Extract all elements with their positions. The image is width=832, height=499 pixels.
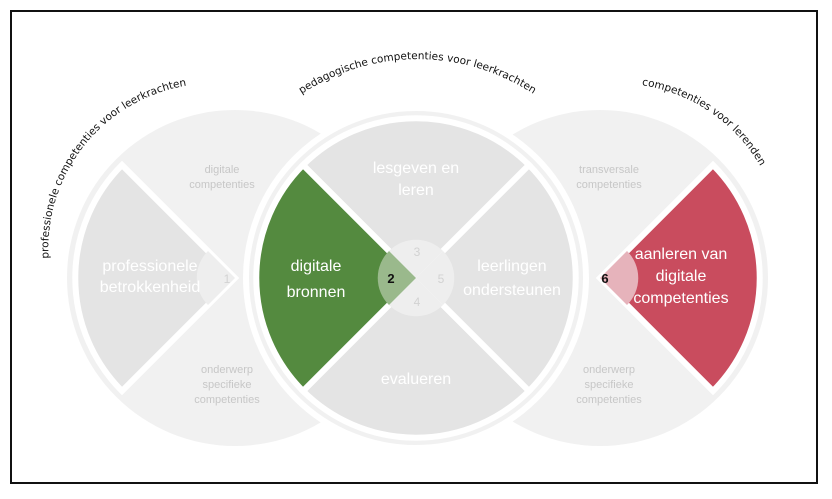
- badge-2: [377, 251, 416, 305]
- label-2-line2: bronnen: [287, 284, 346, 301]
- badge-5: [416, 251, 455, 305]
- badge-6: [600, 251, 639, 305]
- small-right-bottom-1: onderwerp: [583, 364, 635, 376]
- label-5-line2: ondersteunen: [463, 282, 561, 299]
- number-3: 3: [414, 245, 421, 259]
- number-1: 1: [224, 272, 231, 286]
- small-left-bottom-2: specifieke: [203, 379, 252, 391]
- small-left-bottom-1: onderwerp: [201, 364, 253, 376]
- small-right-top-1: transversale: [579, 164, 639, 176]
- small-right-bottom-3: competenties: [576, 394, 642, 406]
- small-left-top-2: competenties: [189, 179, 255, 191]
- segment-4-evalueren: [298, 273, 534, 441]
- segment-3-lesgeven: [298, 115, 534, 283]
- number-5: 5: [438, 272, 445, 286]
- label-3-line1: lesgeven en: [373, 160, 459, 177]
- number-6: 6: [601, 271, 608, 286]
- label-6-line1: aanleren van: [635, 246, 728, 263]
- badge-4: [389, 278, 443, 317]
- label-1-line2: betrokkenheid: [100, 279, 201, 296]
- segment-1-betrokkenheid: [72, 160, 240, 396]
- label-3-line2: leren: [398, 182, 434, 199]
- arc-label-middle: pedagogische competenties voor leerkrach…: [297, 50, 539, 96]
- label-6-line3: competenties: [633, 290, 728, 307]
- label-4-line1: evalueren: [381, 371, 451, 388]
- small-right-bottom-2: specifieke: [585, 379, 634, 391]
- segment-2-bronnen: [253, 160, 421, 396]
- small-left-bottom-3: competenties: [194, 394, 260, 406]
- label-2-line1: digitale: [291, 258, 342, 275]
- segment-6-aanleren: [595, 160, 763, 396]
- badge-3: [389, 239, 443, 278]
- small-right-top-2: competenties: [576, 179, 642, 191]
- label-5-line1: leerlingen: [477, 258, 546, 275]
- small-left-top-1: digitale: [205, 164, 240, 176]
- number-2: 2: [387, 271, 394, 286]
- number-4: 4: [414, 295, 421, 309]
- label-6-line2: digitale: [656, 268, 707, 285]
- badge-1: [196, 251, 235, 305]
- label-1-line1: professionele: [102, 258, 197, 275]
- segment-5-ondersteunen: [411, 160, 579, 396]
